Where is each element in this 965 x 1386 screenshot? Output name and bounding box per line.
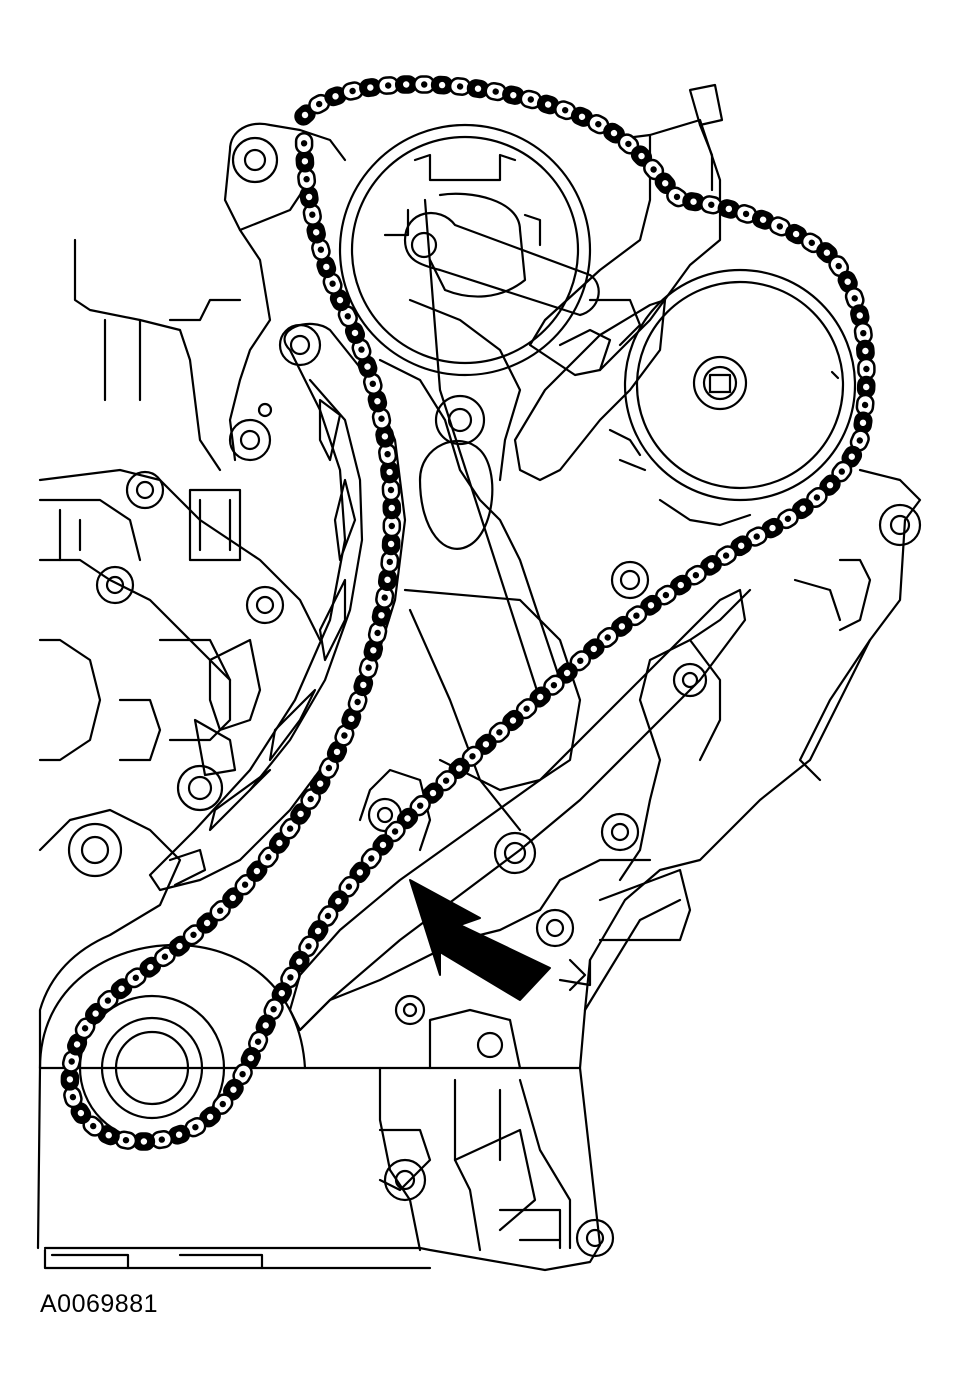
mounting-bosses: [67, 136, 922, 1258]
chain-guide: [288, 588, 747, 1032]
chain-link-icon: [372, 834, 394, 856]
direction-arrow-icon: [409, 879, 551, 1001]
chain-link-icon: [761, 517, 784, 539]
chain-link-icon: [382, 514, 402, 538]
chain-link-icon: [515, 698, 538, 720]
chain-link-icon: [611, 615, 633, 637]
chain-link-icon: [184, 1117, 207, 1138]
right-camshaft-sprocket: [608, 268, 857, 527]
chain-link-icon: [625, 605, 648, 627]
chain-link-icon: [298, 935, 319, 958]
chain-link-icon: [279, 817, 301, 840]
chain-link-icon: [317, 905, 339, 927]
chain-link-icon: [700, 555, 722, 576]
chain-link-icon: [396, 807, 419, 830]
chain-link-icon: [800, 232, 823, 254]
chain-link-icon: [853, 321, 873, 345]
chain-link-icon: [596, 626, 619, 649]
chain-link-icon: [67, 1033, 88, 1056]
chain-link-icon: [448, 77, 472, 96]
chain-link-icon: [554, 100, 577, 121]
left-camshaft-sprocket: [338, 123, 600, 702]
chain-link-icon: [837, 270, 858, 293]
chain-link-icon: [791, 498, 814, 520]
engine-block-outline: [36, 122, 922, 1272]
chain-link-icon: [334, 724, 355, 747]
chain-link-icon: [309, 772, 331, 795]
chain-link-icon: [349, 861, 371, 884]
chain-link-icon: [167, 1124, 191, 1145]
chain-link-icon: [341, 81, 364, 101]
chain-link-icon: [132, 1132, 156, 1151]
chain-link-icon: [844, 287, 865, 310]
chain-link-icon: [70, 1102, 92, 1125]
chain-link-icon: [308, 93, 331, 115]
chain-link-icon: [360, 847, 382, 870]
chain-link-icon: [380, 460, 400, 484]
chain-link-icon: [327, 890, 349, 913]
chain-link-icon: [422, 782, 444, 804]
chain-link-icon: [324, 86, 347, 107]
chain-link-icon: [569, 650, 592, 672]
chain-link-icon: [785, 223, 808, 245]
chain-link-icon: [223, 1078, 244, 1101]
chain-link-icon: [316, 255, 337, 279]
chain-link-icon: [654, 172, 676, 195]
chain-link-icon: [300, 788, 322, 810]
chain-link-icon: [294, 132, 314, 155]
chain-link-icon: [341, 707, 362, 730]
chain-link-icon: [82, 1115, 104, 1137]
chain-link-icon: [150, 1130, 174, 1150]
chain-link-icon: [311, 238, 331, 261]
chain-link-icon: [295, 150, 315, 173]
chain-tensioner-arm: [148, 322, 407, 892]
chain-link-icon: [353, 673, 374, 697]
chain-link-icon: [222, 887, 244, 909]
figure-id-label: A0069881: [40, 1290, 159, 1318]
chain-link-icon: [684, 564, 707, 586]
chain-link-icon: [257, 846, 279, 869]
chain-link-icon: [682, 192, 705, 212]
chain-link-icon: [114, 1130, 138, 1150]
timing-chain: [60, 75, 876, 1151]
chain-link-icon: [280, 966, 301, 989]
chain-link-icon: [255, 1014, 276, 1037]
